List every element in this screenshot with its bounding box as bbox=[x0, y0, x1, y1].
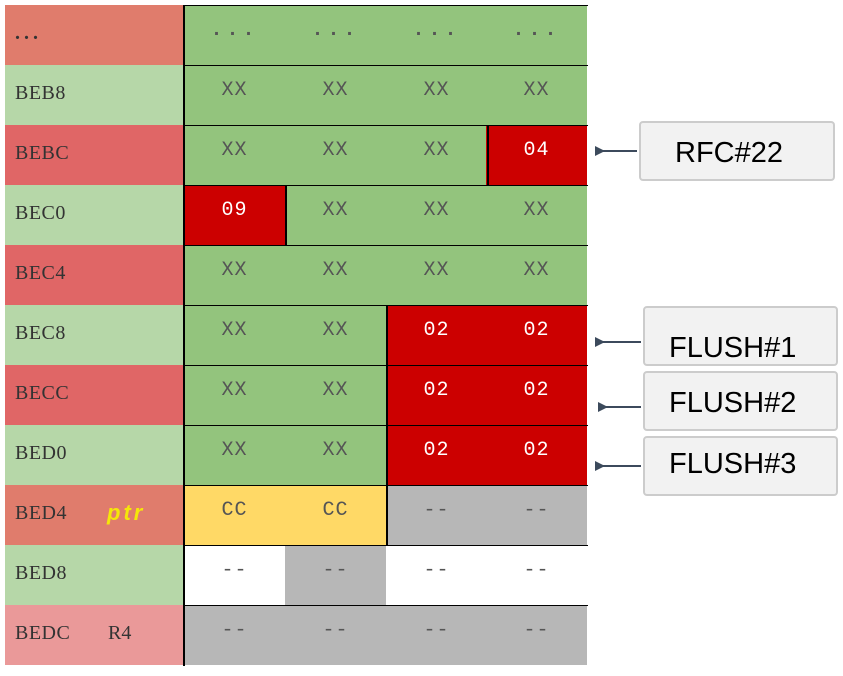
address-label: BED0 bbox=[15, 442, 67, 464]
byte-cell: CC bbox=[285, 485, 386, 545]
address-label: BEBC bbox=[15, 142, 70, 164]
address-label: BECC bbox=[15, 382, 70, 404]
ptr-label: ptr bbox=[107, 500, 146, 525]
byte-cell: XX bbox=[184, 245, 285, 305]
byte-cell: XX bbox=[386, 245, 487, 305]
byte-cell: 02 bbox=[486, 305, 587, 365]
address-label: BEC0 bbox=[15, 202, 66, 224]
address-label: ... bbox=[15, 22, 42, 44]
address-cell: BEBC bbox=[5, 125, 184, 185]
callout-flush1: FLUSH#1 bbox=[643, 306, 838, 366]
address-cell: BEB8 bbox=[5, 65, 184, 125]
cell-divider bbox=[487, 125, 489, 185]
address-cell: BED4 ptr bbox=[5, 485, 184, 545]
byte-cell: -- bbox=[285, 545, 386, 605]
row-separator bbox=[184, 245, 588, 246]
byte-cell: -- bbox=[285, 605, 386, 665]
address-cell: BECC bbox=[5, 365, 184, 425]
byte-cell: XX bbox=[285, 185, 386, 245]
callout-flush3-label: FLUSH#3 bbox=[669, 448, 797, 480]
row-separator bbox=[184, 65, 588, 66]
byte-cell: XX bbox=[285, 245, 386, 305]
address-cell: BEDC R4 bbox=[5, 605, 184, 665]
byte-cell: ... bbox=[486, 5, 587, 65]
byte-cell: XX bbox=[285, 365, 386, 425]
byte-cell: -- bbox=[184, 605, 285, 665]
byte-cell: XX bbox=[184, 125, 285, 185]
byte-cell: -- bbox=[486, 545, 587, 605]
byte-cell: 02 bbox=[486, 425, 587, 485]
byte-cell: XX bbox=[486, 185, 587, 245]
callout-flush3: FLUSH#3 bbox=[643, 436, 838, 496]
column-divider bbox=[183, 5, 185, 666]
address-cell: ... bbox=[5, 5, 184, 65]
address-label: BEC4 bbox=[15, 262, 66, 284]
byte-cell: -- bbox=[184, 545, 285, 605]
byte-cell: -- bbox=[386, 605, 487, 665]
callout-flush1-label: FLUSH#1 bbox=[669, 332, 797, 364]
address-cell: BED0 bbox=[5, 425, 184, 485]
byte-cell: XX bbox=[285, 305, 386, 365]
address-label: BEB8 bbox=[15, 82, 66, 104]
row-separator bbox=[184, 605, 588, 606]
byte-cell: XX bbox=[184, 305, 285, 365]
byte-cell: 02 bbox=[386, 425, 487, 485]
byte-cell: XX bbox=[285, 65, 386, 125]
callout-rfc22: RFC#22 bbox=[639, 121, 835, 181]
row-separator bbox=[184, 185, 588, 186]
address-label: BED4 bbox=[15, 502, 67, 524]
byte-cell: ... bbox=[184, 5, 285, 65]
address-label: BED8 bbox=[15, 562, 67, 584]
byte-cell: XX bbox=[285, 425, 386, 485]
byte-cell: ... bbox=[386, 5, 487, 65]
address-cell: BED8 bbox=[5, 545, 184, 605]
byte-cell: 04 bbox=[486, 125, 587, 185]
byte-cell: -- bbox=[486, 485, 587, 545]
byte-cell: XX bbox=[184, 365, 285, 425]
address-cell: BEC0 bbox=[5, 185, 184, 245]
byte-cell: XX bbox=[184, 65, 285, 125]
byte-cell: XX bbox=[285, 125, 386, 185]
callout-rfc22-label: RFC#22 bbox=[675, 137, 783, 169]
byte-cell: -- bbox=[386, 545, 487, 605]
callout-flush2: FLUSH#2 bbox=[643, 371, 838, 431]
register-label: R4 bbox=[108, 622, 132, 644]
top-border bbox=[184, 5, 588, 6]
byte-cell: XX bbox=[386, 65, 487, 125]
byte-cell: 09 bbox=[184, 185, 285, 245]
address-label: BEDC bbox=[15, 622, 71, 644]
byte-cell: 02 bbox=[486, 365, 587, 425]
byte-cell: 02 bbox=[386, 365, 487, 425]
byte-cell: CC bbox=[184, 485, 285, 545]
byte-cell: -- bbox=[486, 605, 587, 665]
cell-divider bbox=[386, 305, 388, 545]
byte-cell: XX bbox=[486, 65, 587, 125]
byte-cell: 02 bbox=[386, 305, 487, 365]
byte-cell: XX bbox=[184, 425, 285, 485]
byte-cell: XX bbox=[386, 185, 487, 245]
byte-cell: XX bbox=[386, 125, 487, 185]
row-separator bbox=[184, 545, 588, 546]
row-separator bbox=[184, 125, 588, 126]
address-cell: BEC4 bbox=[5, 245, 184, 305]
address-label: BEC8 bbox=[15, 322, 66, 344]
callout-flush2-label: FLUSH#2 bbox=[669, 387, 797, 419]
address-cell: BEC8 bbox=[5, 305, 184, 365]
byte-cell: -- bbox=[386, 485, 487, 545]
cell-divider bbox=[285, 185, 287, 245]
byte-cell: ... bbox=[285, 5, 386, 65]
byte-cell: XX bbox=[486, 245, 587, 305]
